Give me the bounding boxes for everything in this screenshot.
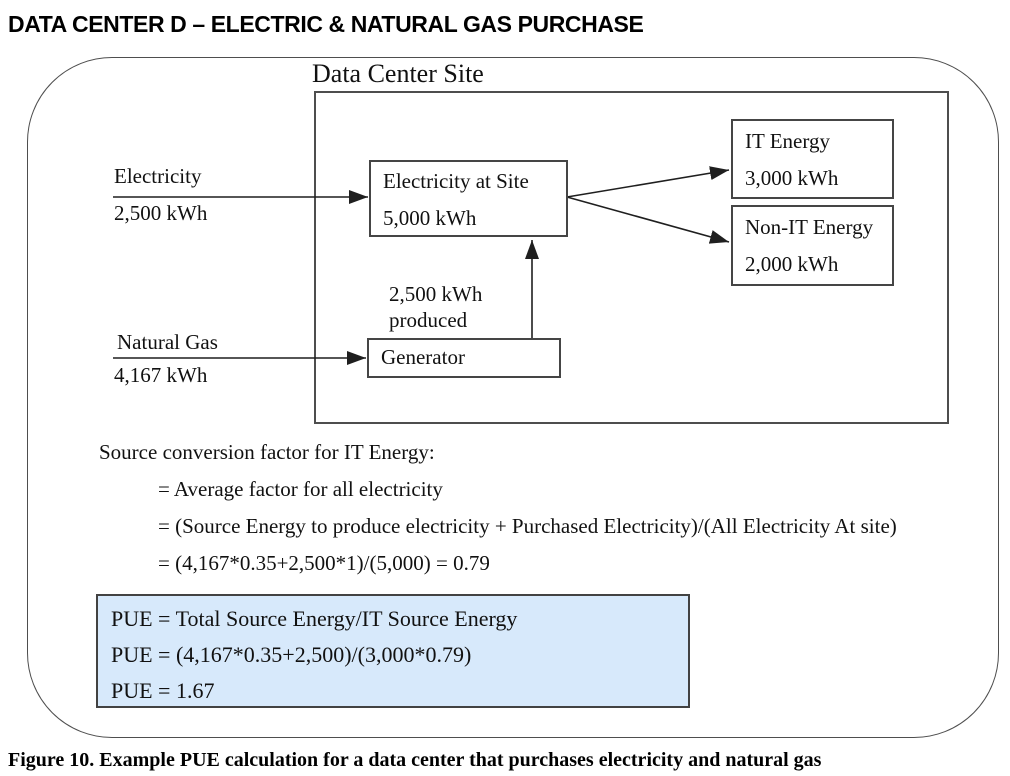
pue-box: PUE = Total Source Energy/IT Source Ener… — [96, 594, 690, 708]
generator-label: Generator — [381, 345, 465, 369]
natural-gas-input-value: 4,167 kWh — [114, 363, 208, 387]
it-energy-value: 3,000 kWh — [745, 166, 839, 190]
data-center-site-label: Data Center Site — [312, 59, 484, 88]
electricity-at-site-label: Electricity at Site — [383, 169, 529, 193]
non-it-energy-value: 2,000 kWh — [745, 252, 839, 276]
generator-output-word: produced — [389, 308, 468, 332]
data-center-site-boundary — [314, 91, 949, 424]
figure-caption: Figure 10. Example PUE calculation for a… — [8, 749, 822, 771]
pue-substitution-line: PUE = (4,167*0.35+2,500)/(3,000*0.79) — [111, 642, 472, 667]
it-energy-label: IT Energy — [745, 129, 830, 153]
it-energy-box: IT Energy 3,000 kWh — [731, 119, 894, 199]
non-it-energy-box: Non-IT Energy 2,000 kWh — [731, 205, 894, 286]
electricity-input-value: 2,500 kWh — [114, 201, 208, 225]
conversion-factor-line-2: = (Source Energy to produce electricity … — [158, 514, 897, 538]
conversion-factor-heading: Source conversion factor for IT Energy: — [99, 440, 435, 464]
pue-result-line: PUE = 1.67 — [111, 678, 215, 703]
generator-output-note: 2,500 kWh produced — [389, 281, 482, 333]
natural-gas-input-label: Natural Gas — [117, 330, 218, 354]
electricity-at-site-box: Electricity at Site 5,000 kWh — [369, 160, 568, 237]
figure-heading: DATA CENTER D – ELECTRIC & NATURAL GAS P… — [8, 11, 644, 37]
generator-output-amount: 2,500 kWh — [389, 282, 483, 306]
non-it-energy-label: Non-IT Energy — [745, 215, 874, 239]
conversion-factor-line-3: = (4,167*0.35+2,500*1)/(5,000) = 0.79 — [158, 551, 490, 575]
pue-formula-line: PUE = Total Source Energy/IT Source Ener… — [111, 606, 518, 631]
conversion-factor-line-1: = Average factor for all electricity — [158, 477, 443, 501]
figure-rounded-border — [27, 57, 999, 738]
electricity-input-label: Electricity — [114, 164, 202, 188]
generator-box: Generator — [367, 338, 561, 378]
electricity-at-site-value: 5,000 kWh — [383, 206, 477, 230]
